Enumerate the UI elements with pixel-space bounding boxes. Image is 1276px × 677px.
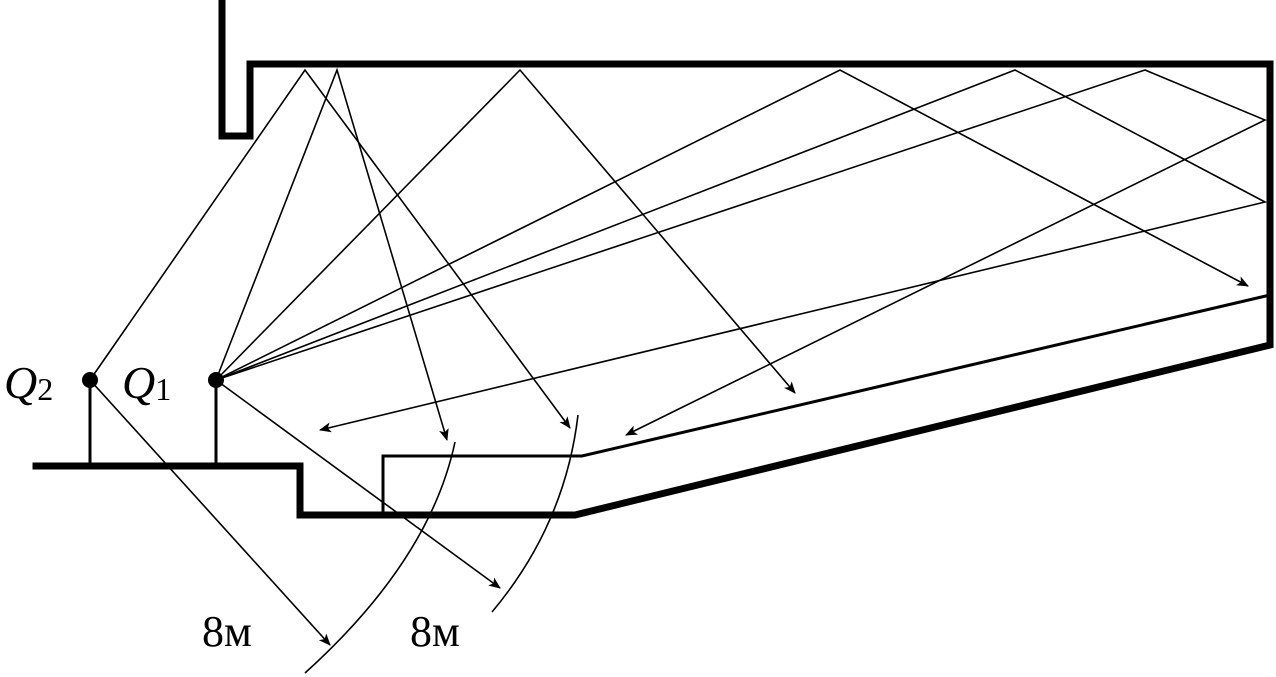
stage-platform <box>381 293 1271 515</box>
arc-8m-from-q1 <box>491 414 579 613</box>
hall-outline <box>32 0 1274 519</box>
source-1-point <box>208 372 224 388</box>
ray-q1-a <box>215 67 449 441</box>
ray-q1-c <box>215 69 1249 381</box>
ray-q2-ceiling <box>89 68 571 429</box>
ray-q1-b <box>215 68 796 394</box>
ray-q2-direct <box>89 379 331 646</box>
arc-8m-from-q2 <box>304 441 456 674</box>
ray-q1-e <box>215 69 1267 436</box>
source-2-label: Q2 <box>4 357 53 408</box>
reflection-rays <box>89 67 1268 646</box>
distance-label-left: 8м <box>202 607 252 656</box>
distance-label-right: 8м <box>410 607 460 656</box>
source-2-point <box>82 372 98 388</box>
ray-q1-d <box>215 69 1268 433</box>
ray-q1-direct <box>215 379 501 589</box>
source-1-label: Q1 <box>122 357 171 408</box>
